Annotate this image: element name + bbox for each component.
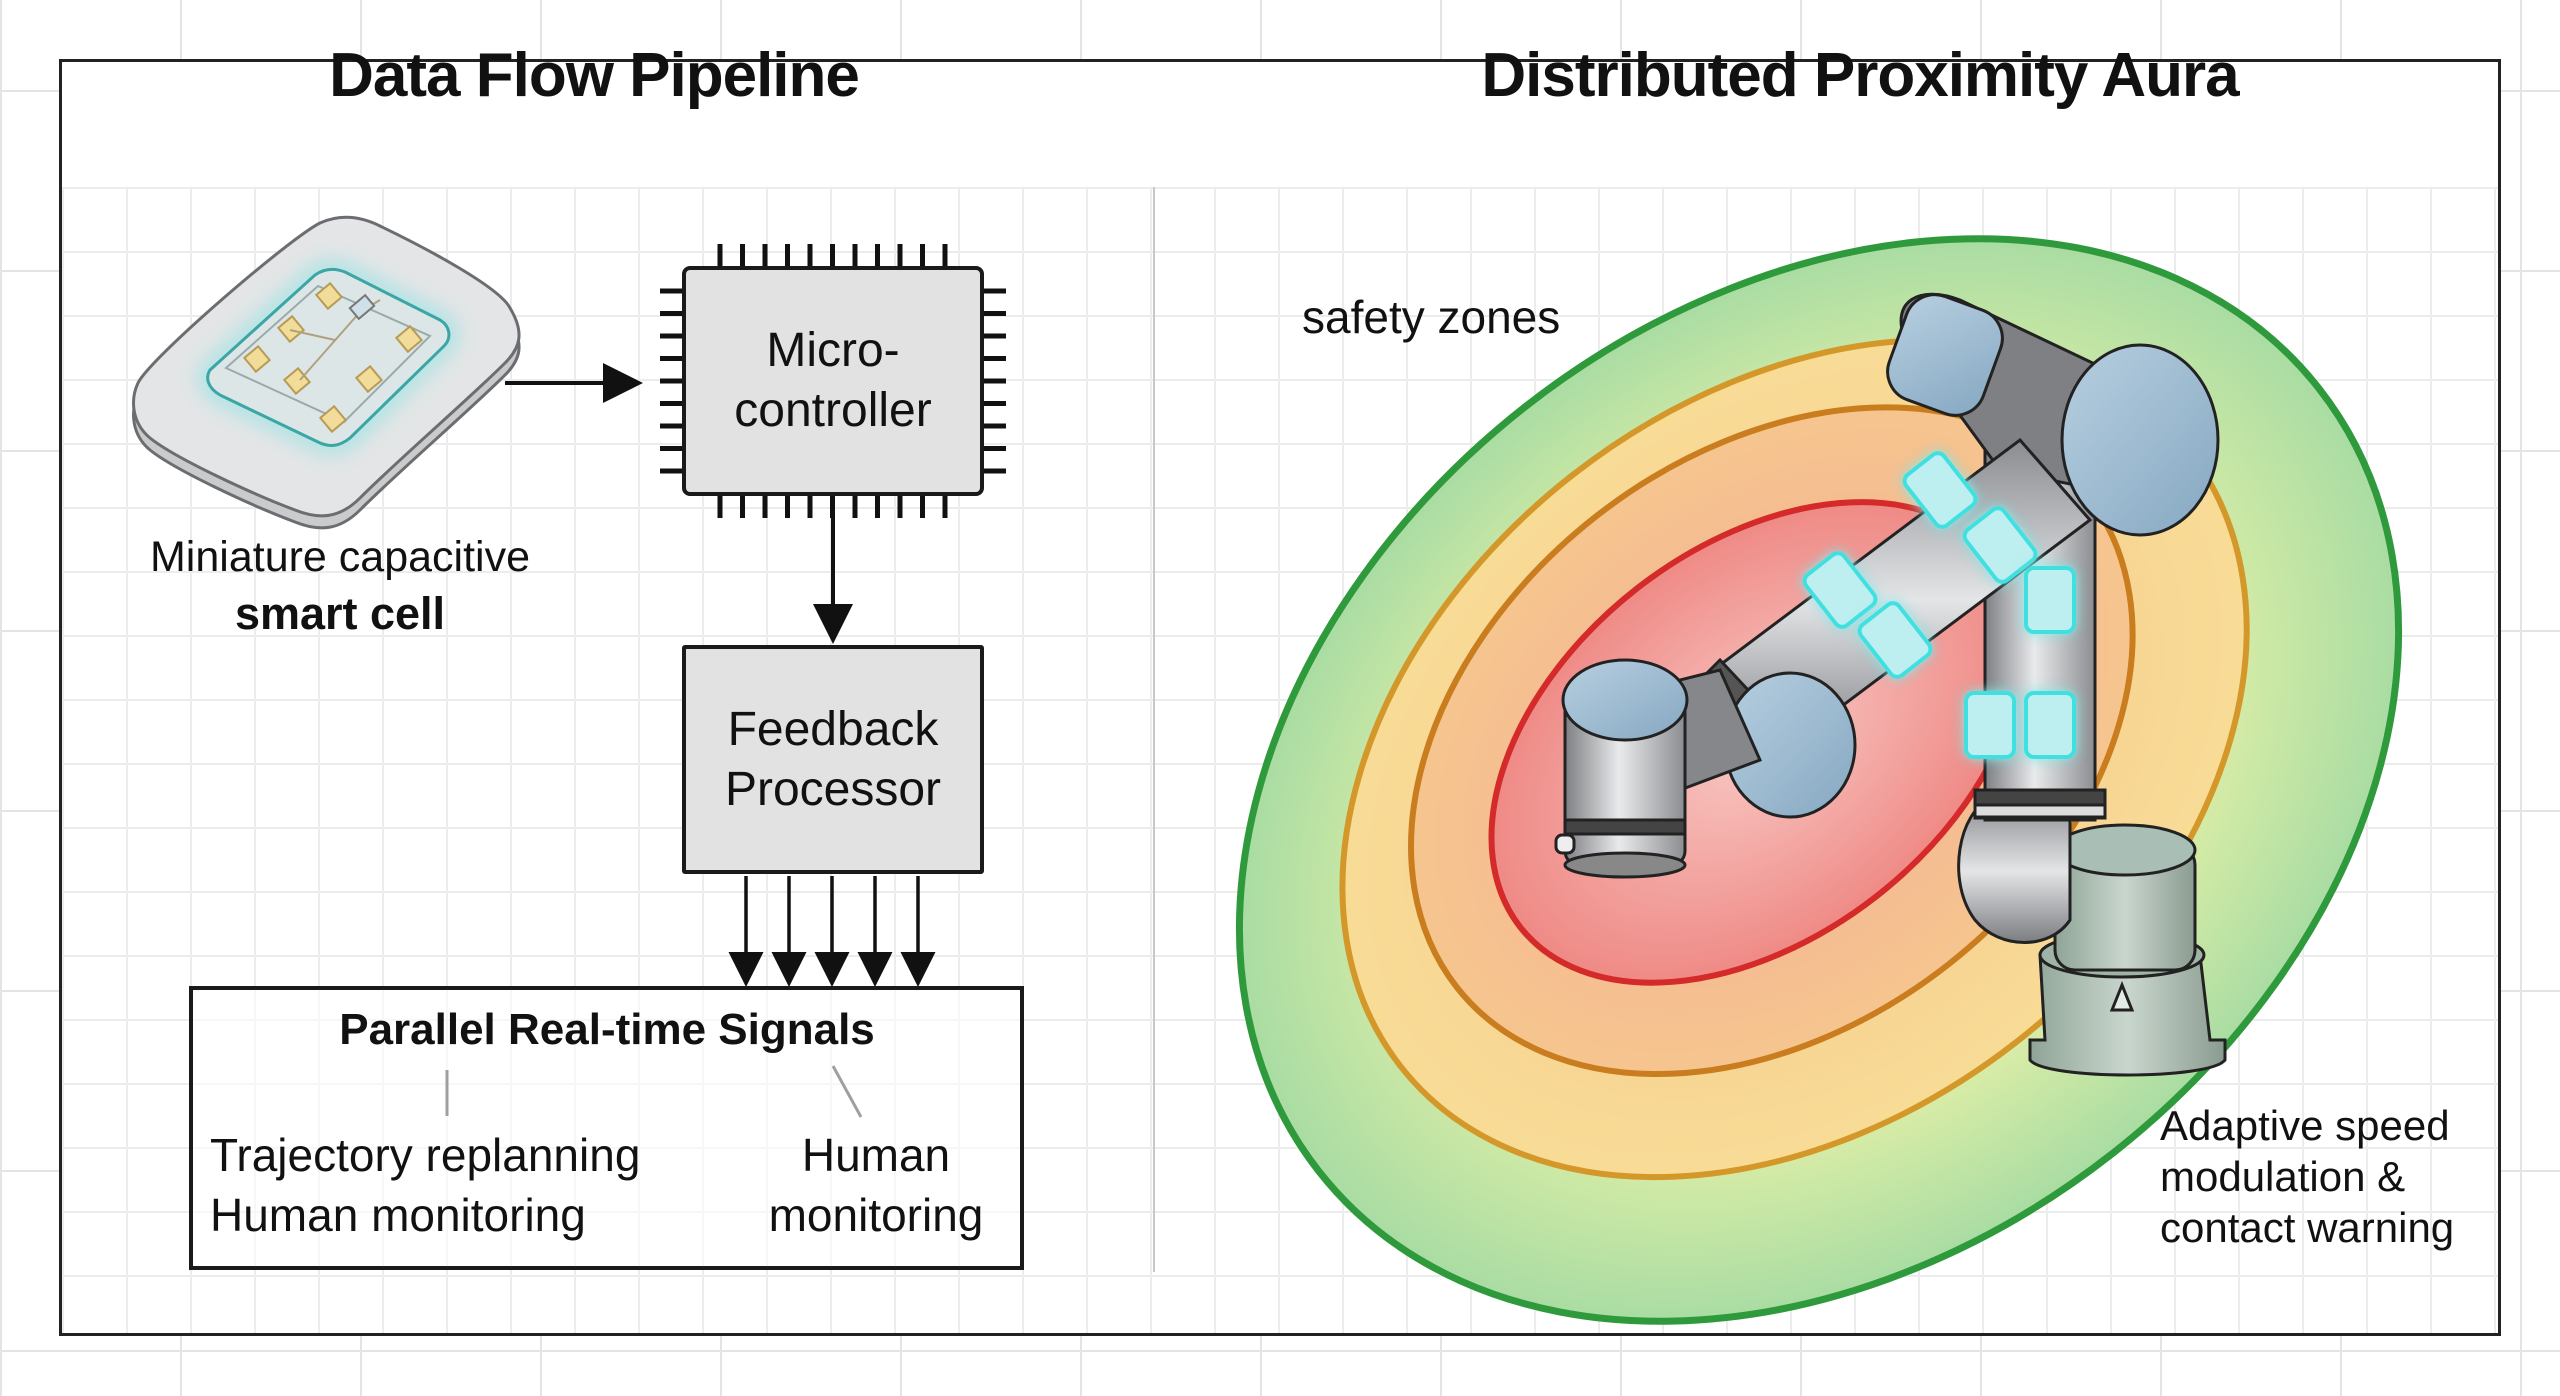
parallel-signals-title: Parallel Real-time Signals: [339, 1005, 875, 1054]
parallel-signal-arrows: [728, 876, 936, 987]
smart-cell-icon: [132, 215, 521, 530]
sensor-patch: [1962, 506, 2038, 584]
feedback-label-line2: Processor: [724, 762, 942, 816]
panel-divider: [1153, 187, 1155, 1272]
smart-cell-label-bold: smart cell: [234, 588, 446, 639]
microcontroller-label-line2: controller: [734, 384, 932, 437]
signal-trajectory-replanning: Trajectory replanning: [210, 1129, 641, 1181]
feedback-label-line1: Feedback: [727, 702, 939, 756]
parallel-signals-block: [189, 986, 1024, 1270]
microcontroller-label-line1: Micro-: [766, 324, 900, 377]
safety-zones-label: safety zones: [1302, 291, 1561, 343]
sensor-patches: [1802, 451, 2076, 759]
smart-cell-label: Miniature capacitive: [149, 533, 531, 581]
feedback-processor-block: Feedback Processor: [682, 645, 984, 874]
sensor-patch: [1802, 551, 1878, 629]
sensor-patch: [2024, 566, 2076, 634]
caption-line-1: Adaptive speed: [2160, 1102, 2450, 1149]
microcontroller-block: Micro- controller: [682, 266, 984, 496]
chip-pins: [660, 244, 1006, 518]
sensor-patch: [1902, 451, 1978, 529]
sensor-patch: [1964, 691, 2016, 759]
signal-monitoring-label: monitoring: [768, 1189, 984, 1241]
caption-line-3: contact warning: [2160, 1204, 2455, 1252]
left-panel-title: Data Flow Pipeline: [329, 41, 860, 110]
sensor-patch: [2024, 691, 2076, 759]
caption-line-2: modulation &: [2160, 1153, 2406, 1201]
signal-human-monitoring-left: Human monitoring: [210, 1189, 586, 1241]
adaptive-speed-caption: Adaptive speed modulation & contact warn…: [2160, 1100, 2454, 1254]
sensor-patch: [1857, 601, 1933, 679]
right-panel-title: Distributed Proximity Aura: [1481, 41, 2239, 110]
signal-human-label: Human: [801, 1129, 951, 1181]
